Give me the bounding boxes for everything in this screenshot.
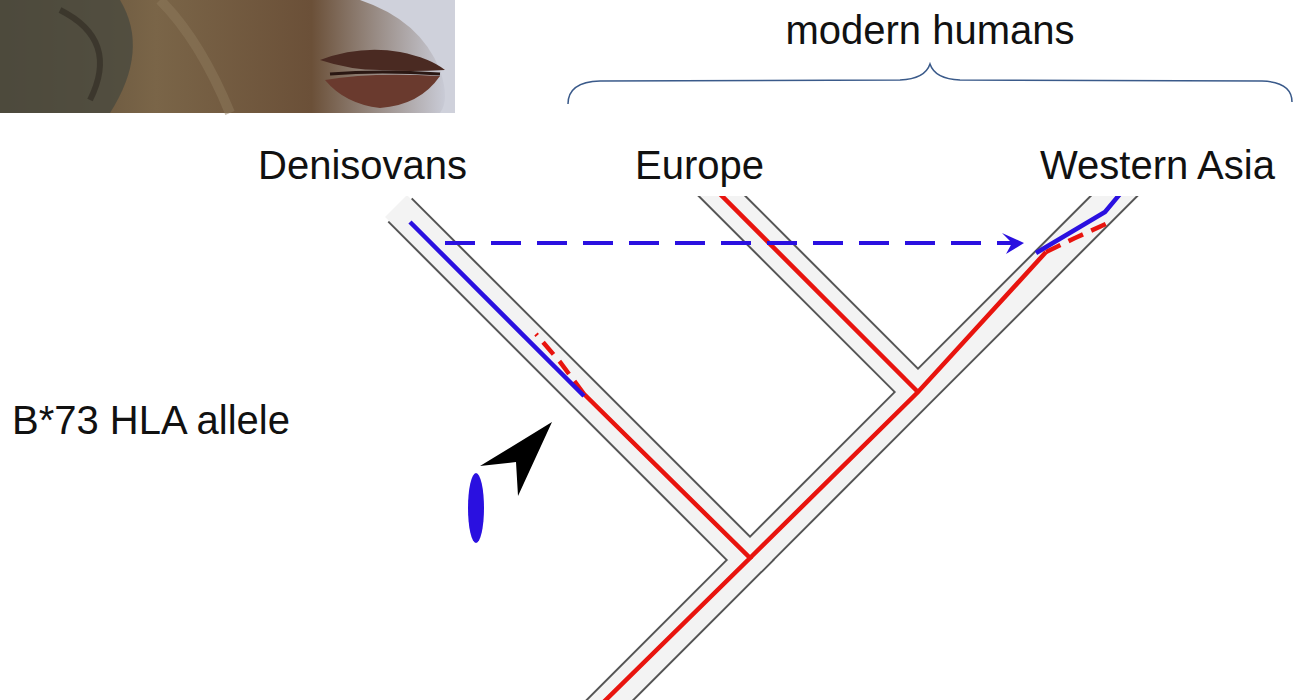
text-label: Western Asia (1040, 142, 1275, 188)
text-label: B*73 HLA allele (12, 397, 290, 443)
text-label: Denisovans (258, 142, 467, 188)
phylogenetic-tree (396, 196, 1154, 700)
text-label: modern humans (785, 7, 1074, 53)
allele-mark (468, 473, 484, 543)
face-photo (0, 0, 455, 113)
text-label: Europe (635, 142, 764, 188)
pointer-arrowhead (480, 422, 552, 496)
bracket (568, 64, 1292, 104)
